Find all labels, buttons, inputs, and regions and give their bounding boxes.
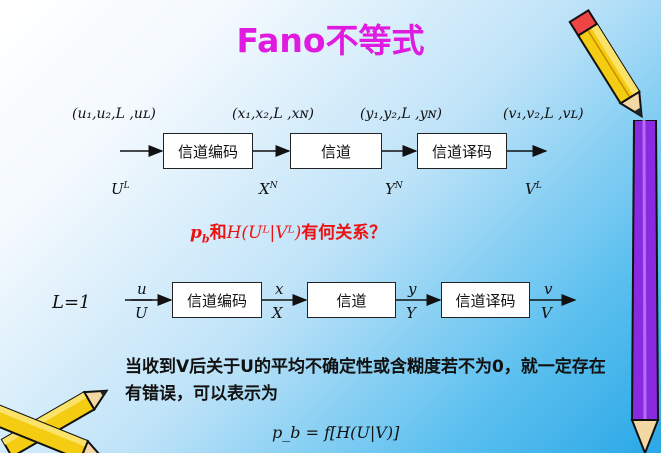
label-V-bottom: V: [541, 304, 552, 322]
sequence-y: (y₁,y₂,L ,yɴ): [360, 106, 443, 122]
question-entropy: H(Uᴸ|Vᴸ): [226, 223, 302, 243]
question-and: 和: [209, 223, 227, 243]
sequence-u: (u₁,u₂,L ,uʟ): [72, 106, 156, 122]
label-U-L: UL: [111, 180, 130, 198]
label-Y-N: YN: [385, 180, 403, 198]
sequence-x: (x₁,x₂,L ,xɴ): [232, 106, 314, 122]
label-y-top: y: [408, 280, 417, 298]
label-V-L: VL: [525, 180, 542, 198]
encoder-box-2: 信道编码: [172, 282, 262, 318]
slide-title: Fano不等式: [236, 21, 425, 60]
pencil-top-right-icon: [568, 8, 643, 119]
decoder-box-2: 信道译码: [441, 282, 530, 318]
question-line: pb和H(Uᴸ|Vᴸ)有何关系？: [190, 218, 386, 245]
encoder-box: 信道编码: [163, 133, 253, 169]
statement-text: 当收到V后关于U的平均不确定性或含糊度若不为0，就一定存在有错误，可以表示为: [125, 357, 606, 404]
label-X-N: XN: [259, 180, 278, 198]
label-Y-bottom: Y: [406, 304, 416, 322]
label-U-bottom: U: [135, 304, 148, 322]
question-pb: pb: [190, 223, 210, 246]
pencil-right-edge-icon: [630, 120, 660, 453]
channel-box-2: 信道: [307, 282, 396, 318]
pencils-bottom-left-icon: [0, 389, 109, 453]
decoder-box: 信道译码: [417, 133, 507, 169]
label-u-top: u: [137, 280, 147, 298]
sequence-v: (v₁,v₂,L ,vʟ): [503, 106, 584, 122]
channel-box: 信道: [290, 133, 382, 169]
label-v-top: v: [544, 280, 553, 298]
formula-pb: p_b = f[H(U|V)]: [272, 423, 400, 442]
label-X-bottom: X: [272, 304, 283, 322]
label-L-equals-1: L=1: [52, 292, 91, 313]
question-suffix: 有何关系？: [301, 223, 387, 243]
label-x-top: x: [275, 280, 284, 298]
